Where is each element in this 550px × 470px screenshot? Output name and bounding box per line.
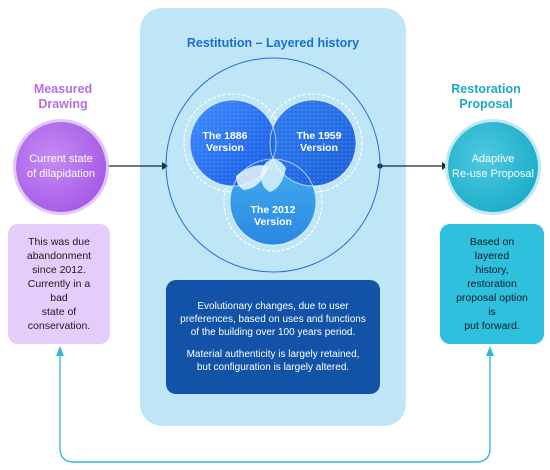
venn-1886-label-line2: Version — [206, 142, 244, 154]
venn-1959-label-line1: The 1959 — [296, 130, 342, 142]
left-note-line3: since 2012. — [32, 264, 86, 276]
right-note-line5: put forward. — [464, 320, 520, 332]
center-note-box: Evolutionary changes, due to user prefer… — [166, 280, 380, 394]
right-note-line3: restoration — [467, 278, 517, 290]
venn-1959-label: The 1959 Version — [284, 130, 354, 154]
left-note-line5: state of — [41, 306, 77, 318]
right-circle: Adaptive Re-use Proposal — [448, 122, 538, 212]
venn-2012-label: The 2012 Version — [238, 204, 308, 228]
left-note-line1: This was due — [28, 236, 90, 248]
venn-1886-2012-overlap — [236, 165, 268, 190]
venn-1959-label-line2: Version — [300, 142, 338, 154]
right-note-box: Based on layered history, restoration pr… — [440, 224, 544, 344]
left-note-line6: conservation. — [27, 320, 91, 332]
venn-2012-label-line1: The 2012 — [250, 204, 296, 216]
left-note-line4: Currently in a bad — [27, 278, 91, 304]
left-note-line2: abandonment — [26, 250, 92, 262]
feedback-loop-arrow-right — [486, 346, 494, 356]
center-note-paragraph-1: Evolutionary changes, due to user prefer… — [180, 301, 366, 338]
feedback-loop-line — [59, 350, 491, 463]
right-connector-arrow — [442, 162, 448, 170]
left-circle-line1: Current state — [29, 153, 93, 165]
right-heading-word-1: Restoration — [451, 82, 521, 96]
venn-1886-label: The 1886 Version — [190, 130, 260, 154]
feedback-loop-arrow-left — [56, 346, 64, 356]
right-circle-line1: Adaptive — [471, 153, 515, 165]
venn-1886-label-line1: The 1886 — [202, 130, 248, 142]
right-circle-line2: Re-use Proposal — [452, 168, 534, 180]
left-connector-arrow — [162, 162, 168, 170]
venn-outer-ring — [165, 57, 381, 273]
left-heading-word-2: Drawing — [38, 97, 88, 111]
right-note-line4: proposal option is — [456, 292, 528, 318]
left-note-box: This was due abandonment since 2012. Cur… — [8, 224, 110, 344]
venn-2012-label-line2: Version — [254, 216, 292, 228]
left-circle-line2: of dilapidation — [27, 168, 95, 180]
center-note-paragraph-2: Material authenticity is largely retaine… — [186, 349, 360, 373]
center-title: Restitution – Layered history — [186, 36, 360, 50]
right-note-line2: history, — [475, 264, 509, 276]
right-note-line1: Based on layered — [469, 236, 515, 262]
left-heading-word-1: Measured — [33, 82, 93, 96]
left-circle: Current state of dilapidation — [16, 122, 106, 212]
right-heading-word-2: Proposal — [459, 97, 513, 111]
